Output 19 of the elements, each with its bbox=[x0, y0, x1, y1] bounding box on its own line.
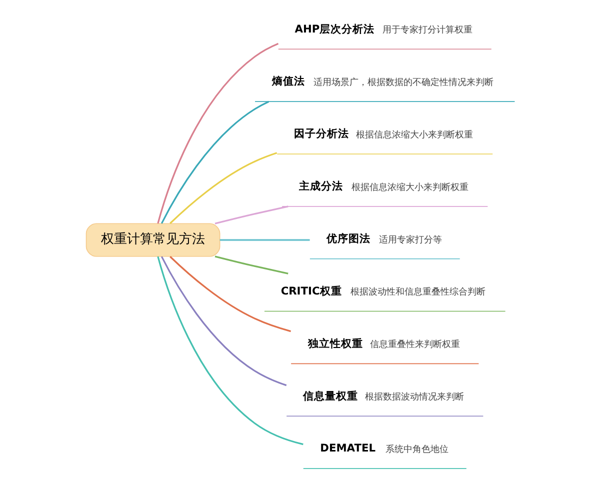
connector bbox=[156, 256, 303, 446]
connector bbox=[219, 239, 310, 241]
node-box: 权重计算常见方法 bbox=[85, 223, 220, 257]
connector bbox=[214, 206, 288, 224]
node-text: AHP层次分析法 用于专家打分计算权重 bbox=[294, 22, 472, 36]
node-text: 信息量权重 根据数据波动情况来判断 bbox=[302, 389, 464, 403]
connector bbox=[169, 256, 290, 332]
node-text: 优序图法 适用专家打分等 bbox=[326, 232, 442, 246]
connector bbox=[160, 256, 286, 386]
connector bbox=[160, 100, 269, 224]
connector bbox=[156, 42, 278, 224]
node-text: 独立性权重 信息重叠性来判断权重 bbox=[307, 336, 460, 350]
connector bbox=[214, 256, 288, 274]
connector bbox=[169, 152, 277, 224]
node-text: DEMATEL 系统中角色地位 bbox=[320, 442, 448, 456]
node-text: 因子分析法 根据信息浓缩大小来判断权重 bbox=[293, 127, 473, 140]
node-text: 熵值法 适用场景广，根据数据的不确定性情况来判断 bbox=[271, 74, 494, 88]
node-text: 主成分法 根据信息浓缩大小来判断权重 bbox=[298, 180, 468, 193]
node-text: CRITIC权重 根据波动性和信息重叠性综合判断 bbox=[280, 284, 485, 298]
